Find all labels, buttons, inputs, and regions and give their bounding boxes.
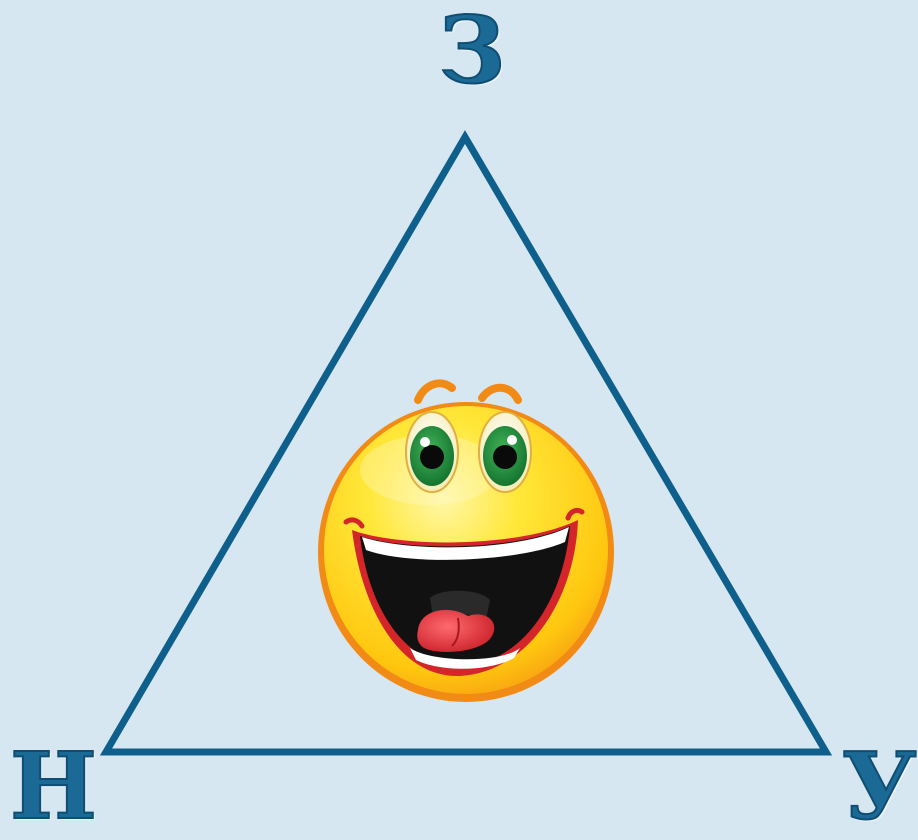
vertex-label-bottom-right: У [842,740,917,832]
laughing-smiley-icon [318,383,614,702]
vertex-label-top: З [436,4,508,96]
vertex-label-bottom-left: Н [10,740,97,832]
